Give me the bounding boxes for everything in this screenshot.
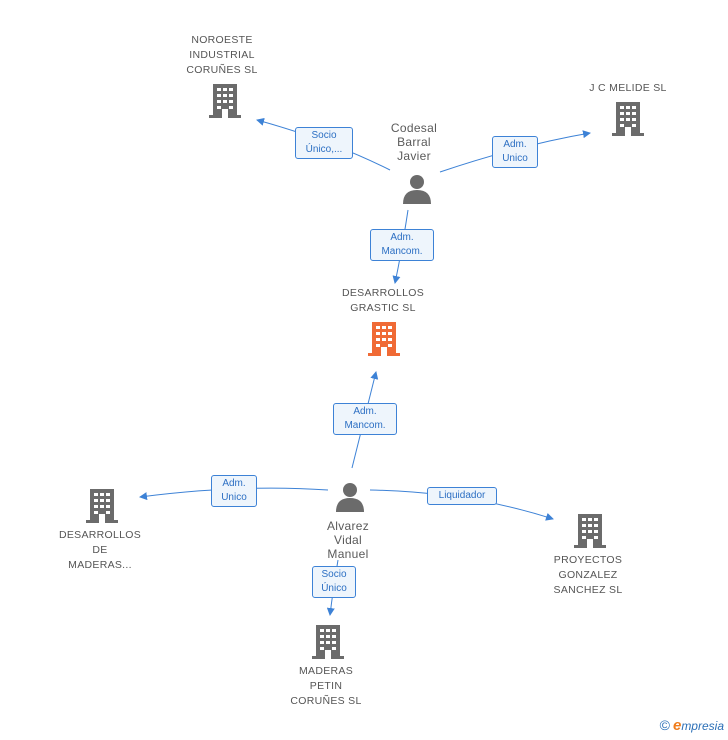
node-label-maderas-petin[interactable]: MADERAS PETIN CORUÑES SL <box>290 665 362 707</box>
node-label-noroeste[interactable]: NOROESTE INDUSTRIAL CORUÑES SL <box>186 34 258 76</box>
edge-tag-socio-unico[interactable]: Socio Único,... <box>295 127 353 159</box>
node-label-desarrollos-maderas[interactable]: DESARROLLOS DE MADERAS... <box>58 529 142 571</box>
building-icon[interactable] <box>574 514 606 548</box>
person-icon[interactable] <box>335 482 365 512</box>
edge-tag-adm-unico[interactable]: Adm. Unico <box>211 475 257 507</box>
node-label-jc-melide[interactable]: J C MELIDE SL <box>589 82 667 94</box>
person-icon[interactable] <box>402 174 432 204</box>
edge-tag-adm-mancom[interactable]: Adm. Mancom. <box>370 229 434 261</box>
node-label-proyectos[interactable]: PROYECTOS GONZALEZ SANCHEZ SL <box>553 554 623 596</box>
node-label-codesal[interactable]: Codesal Barral Javier <box>390 121 438 163</box>
edge-tag-adm-mancom[interactable]: Adm. Mancom. <box>333 403 397 435</box>
edge-tag-adm-unico[interactable]: Adm. Unico <box>492 136 538 168</box>
brand-initial: e <box>672 717 682 734</box>
building-icon[interactable] <box>209 84 241 118</box>
brand-name: mpresia <box>681 719 724 733</box>
copyright-icon: © <box>659 717 670 733</box>
building-icon[interactable] <box>86 489 118 523</box>
node-label-desarrollos-grastic[interactable]: DESARROLLOS GRASTIC SL <box>341 287 425 314</box>
edge-tag-socio-unico[interactable]: Socio Único <box>312 566 356 598</box>
edge-tag-liquidador[interactable]: Liquidador <box>427 487 497 505</box>
brand-watermark: ©empresia <box>660 717 724 734</box>
building-icon[interactable] <box>612 102 644 136</box>
building-icon[interactable] <box>312 625 344 659</box>
node-label-alvarez[interactable]: Alvarez Vidal Manuel <box>326 519 370 561</box>
building-icon[interactable] <box>368 322 400 356</box>
